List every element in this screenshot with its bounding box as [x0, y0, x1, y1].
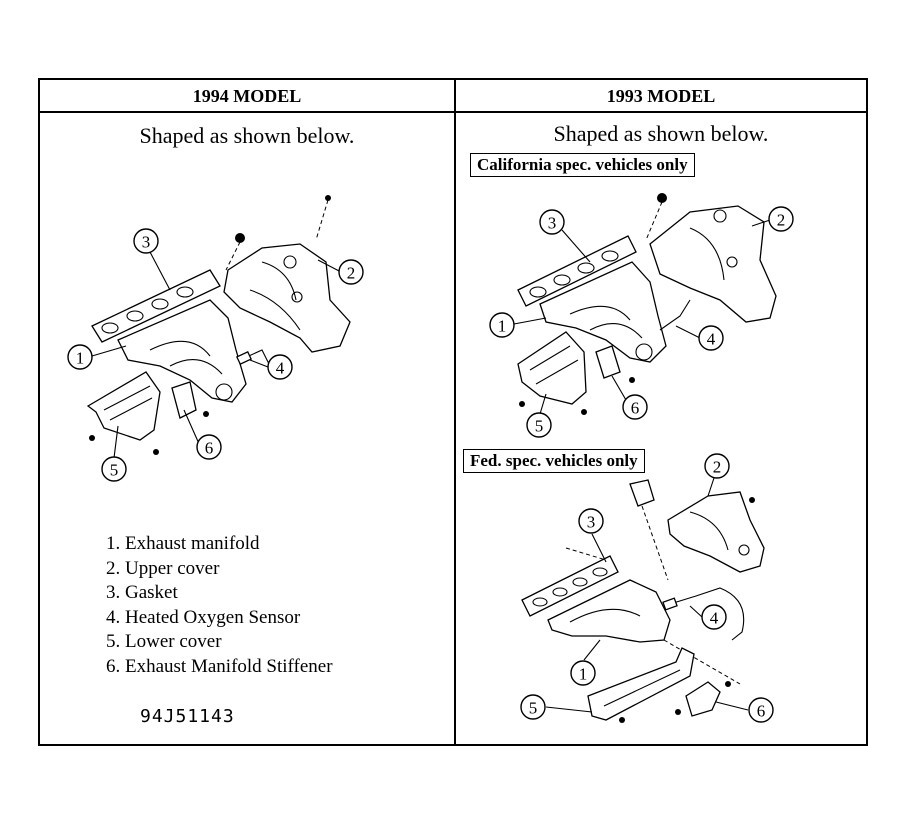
- heat-shield-part: [629, 479, 669, 581]
- callout-6: 6: [196, 434, 222, 460]
- svg-text:3: 3: [142, 233, 151, 252]
- svg-text:2: 2: [347, 264, 356, 283]
- lower-cover-part: [517, 331, 587, 405]
- legend-item: 2. Upper cover: [106, 557, 220, 579]
- legend-item: 1. Exhaust manifold: [106, 533, 260, 554]
- lower-cover-part: [86, 371, 161, 441]
- oxygen-sensor-part: [662, 587, 745, 641]
- fasteners: [519, 193, 667, 415]
- svg-text:3: 3: [548, 214, 557, 233]
- svg-text:1: 1: [498, 317, 507, 336]
- callout-2: 2: [338, 259, 364, 285]
- callout-5: 5: [520, 694, 546, 720]
- callout-6: 6: [748, 697, 774, 723]
- parts-legend: 1. Exhaust manifold 2. Upper cover 3. Ga…: [106, 532, 333, 679]
- exhaust-manifold-part: [539, 261, 667, 363]
- leader-lines: [545, 477, 749, 713]
- svg-text:5: 5: [529, 699, 538, 718]
- callout-4: 4: [267, 354, 293, 380]
- subtitle-1994: Shaped as shown below.: [139, 123, 355, 148]
- gasket-part: [517, 235, 637, 307]
- callout-3: 3: [578, 508, 604, 534]
- gasket-part: [521, 555, 619, 617]
- callout-1: 1: [67, 344, 93, 370]
- callout-4: 4: [701, 604, 727, 630]
- svg-text:6: 6: [757, 702, 766, 721]
- header-1994-model: 1994 MODEL: [192, 86, 302, 106]
- svg-text:2: 2: [713, 458, 722, 477]
- gasket-part: [91, 269, 221, 343]
- callout-3: 3: [539, 209, 565, 235]
- fasteners: [89, 195, 331, 455]
- callout-3: 3: [133, 228, 159, 254]
- subtitle-1993: Shaped as shown below.: [553, 121, 769, 146]
- callout-1: 1: [489, 312, 515, 338]
- svg-text:6: 6: [631, 399, 640, 418]
- svg-text:4: 4: [707, 330, 716, 349]
- upper-cover-part: [667, 491, 765, 573]
- svg-text:4: 4: [710, 609, 719, 628]
- exhaust-manifold-part: [547, 579, 741, 685]
- callout-1: 1: [570, 660, 596, 686]
- exhaust-manifold-part: [117, 299, 247, 403]
- stiffener-part: [685, 681, 721, 717]
- oxygen-sensor-part: [659, 299, 691, 331]
- svg-text:4: 4: [276, 359, 285, 378]
- california-spec-label: California spec. vehicles only: [470, 153, 695, 177]
- legend-item: 6. Exhaust Manifold Stiffener: [106, 655, 333, 677]
- svg-text:5: 5: [110, 461, 119, 480]
- callout-2: 2: [704, 453, 730, 479]
- callout-5: 5: [101, 456, 127, 482]
- svg-text:5: 5: [535, 417, 544, 436]
- callout-4: 4: [698, 325, 724, 351]
- upper-cover-part: [223, 243, 351, 353]
- upper-cover-part: [649, 205, 777, 323]
- figure-code: 94J51143: [140, 706, 235, 727]
- svg-text:6: 6: [205, 439, 214, 458]
- svg-text:1: 1: [76, 349, 85, 368]
- fasteners: [565, 497, 755, 723]
- panel-divider: [454, 80, 456, 744]
- legend-item: 5. Lower cover: [106, 631, 222, 652]
- legend-item: 4. Heated Oxygen Sensor: [106, 606, 301, 628]
- stiffener-part: [595, 345, 621, 379]
- stiffener-part: [171, 381, 197, 419]
- svg-text:3: 3: [587, 513, 596, 532]
- header-1993-model: 1993 MODEL: [606, 86, 716, 106]
- diagram-frame: 1994 MODEL 1993 MODEL Shaped as shown be…: [38, 78, 868, 746]
- svg-text:2: 2: [777, 211, 786, 230]
- callout-5: 5: [526, 412, 552, 438]
- federal-spec-label: Fed. spec. vehicles only: [463, 449, 645, 473]
- lower-cover-part: [587, 647, 695, 721]
- oxygen-sensor-part: [236, 349, 271, 367]
- callout-2: 2: [768, 206, 794, 232]
- legend-item: 3. Gasket: [106, 582, 178, 603]
- header-divider: [40, 111, 866, 113]
- svg-text:1: 1: [579, 665, 588, 684]
- leader-lines: [513, 219, 771, 415]
- leader-lines: [91, 251, 342, 459]
- callout-6: 6: [622, 394, 648, 420]
